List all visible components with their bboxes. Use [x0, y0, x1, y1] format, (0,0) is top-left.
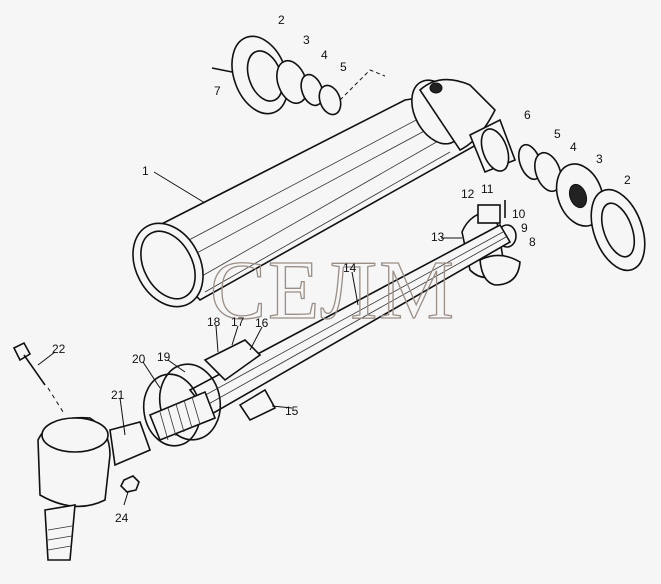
callout-5-right: 5: [554, 127, 561, 141]
callout-2-top: 2: [278, 13, 285, 27]
callout-2-right: 2: [624, 173, 631, 187]
callout-16: 16: [255, 316, 269, 330]
callout-7: 7: [214, 84, 221, 98]
callout-18: 18: [207, 315, 221, 329]
callout-14: 14: [343, 261, 357, 275]
callout-13: 13: [431, 230, 445, 244]
nut: [120, 475, 140, 493]
callout-1: 1: [142, 164, 149, 178]
callout-20: 20: [132, 352, 146, 366]
watermark: СЕЛМ: [210, 244, 456, 337]
callout-10: 10: [512, 207, 526, 221]
bolt: [12, 341, 66, 416]
callout-12: 12: [461, 187, 475, 201]
callout-4-top: 4: [321, 48, 328, 62]
callout-21: 21: [111, 388, 125, 402]
callout-15: 15: [285, 404, 299, 418]
right-seal-assembly: [468, 118, 646, 272]
callout-5-top: 5: [340, 60, 347, 74]
top-seal-assembly: [211, 35, 386, 116]
callout-22: 22: [52, 342, 66, 356]
rings-and-thread: [142, 363, 222, 447]
callout-4-right: 4: [570, 140, 577, 154]
callout-19: 19: [157, 350, 171, 364]
callout-24: 24: [115, 511, 129, 525]
callout-numbers: 1 2 3 4 5 7 6 5 4 3 2 12 11 10 9 8 13 14…: [52, 13, 631, 525]
callout-9: 9: [521, 221, 528, 235]
rod-collar: [203, 339, 277, 422]
callout-6: 6: [524, 108, 531, 122]
callout-11: 11: [481, 182, 494, 196]
callout-17: 17: [231, 315, 245, 329]
callout-3-top: 3: [303, 33, 310, 47]
callout-3-right: 3: [596, 152, 603, 166]
ball-joint-head: [37, 416, 152, 561]
callout-8: 8: [529, 235, 536, 249]
callout-leaders: [37, 171, 462, 506]
